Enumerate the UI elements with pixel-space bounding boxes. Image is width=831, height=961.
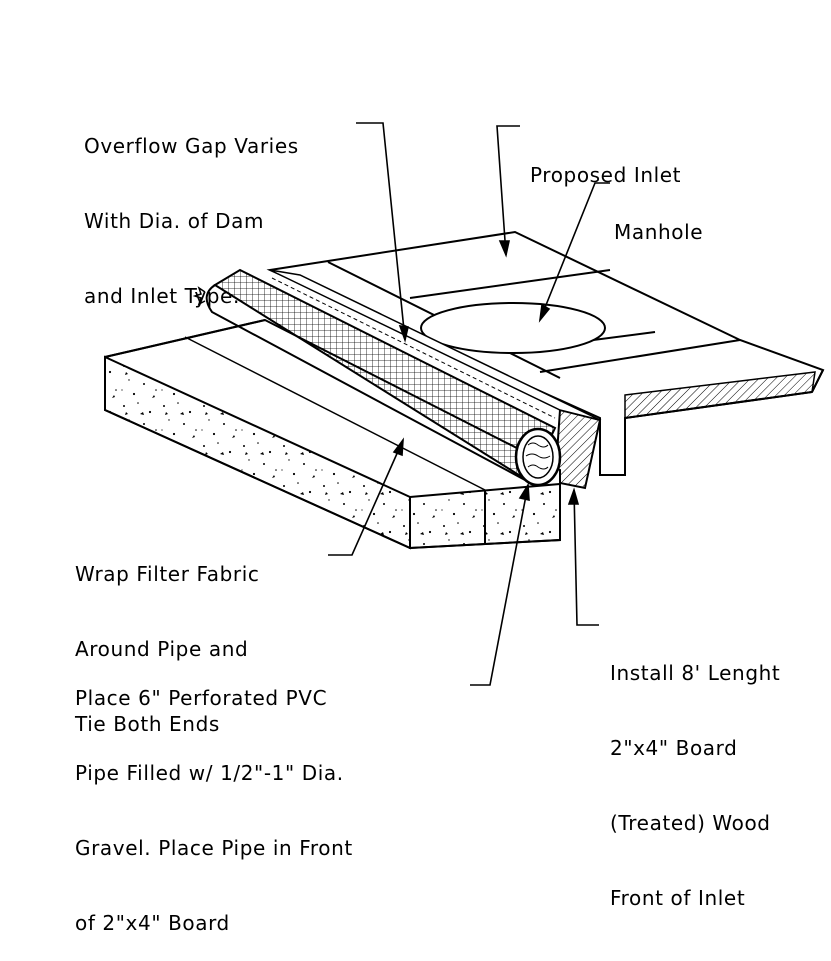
manhole-label: Manhole bbox=[614, 170, 703, 270]
wrap-filter-line-1: Wrap Filter Fabric bbox=[75, 562, 260, 586]
overflow-gap-label: Overflow Gap Varies With Dia. of Dam and… bbox=[84, 84, 299, 334]
wrap-filter-label: Wrap Filter Fabric Around Pipe and Tie B… bbox=[75, 512, 260, 762]
drawing-canvas bbox=[104, 122, 825, 686]
pvc-pipe-shape bbox=[192, 268, 562, 487]
place-pipe-line-2: Pipe Filled w/ 1/2"-1" Dia. bbox=[75, 761, 344, 785]
install-board-line-2: 2"x4" Board bbox=[610, 736, 738, 760]
board-2x4-shape bbox=[269, 269, 602, 490]
overflow-gap-line-3: and Inlet Type. bbox=[84, 284, 240, 308]
proposed-inlet-label: Proposed Inlet bbox=[530, 113, 681, 213]
install-board-line-1: Install 8' Lenght bbox=[610, 661, 781, 685]
concrete-slab-shape bbox=[104, 318, 561, 550]
overflow-gap-line-2: With Dia. of Dam bbox=[84, 209, 265, 233]
overflow-gap-line-1: Overflow Gap Varies bbox=[84, 134, 299, 158]
place-pipe-line-3: Gravel. Place Pipe in Front bbox=[75, 836, 353, 860]
place-pipe-line-1: Place 6" Perforated PVC bbox=[75, 686, 328, 710]
install-board-line-4: Front of Inlet bbox=[610, 886, 746, 910]
inlet-front-face bbox=[624, 371, 816, 419]
install-board-line-3: (Treated) Wood bbox=[610, 811, 771, 835]
leader-lines bbox=[328, 122, 610, 686]
wrap-filter-line-3: Tie Both Ends bbox=[75, 712, 220, 736]
place-pipe-line-4: of 2"x4" Board bbox=[75, 911, 230, 935]
manhole-line-1: Manhole bbox=[614, 220, 704, 244]
manhole-shape bbox=[420, 302, 606, 354]
wrap-filter-line-2: Around Pipe and bbox=[75, 637, 249, 661]
proposed-inlet-line-1: Proposed Inlet bbox=[530, 163, 682, 187]
install-board-label: Install 8' Lenght 2"x4" Board (Treated) … bbox=[610, 611, 780, 936]
place-pipe-label: Place 6" Perforated PVC Pipe Filled w/ 1… bbox=[75, 636, 353, 961]
